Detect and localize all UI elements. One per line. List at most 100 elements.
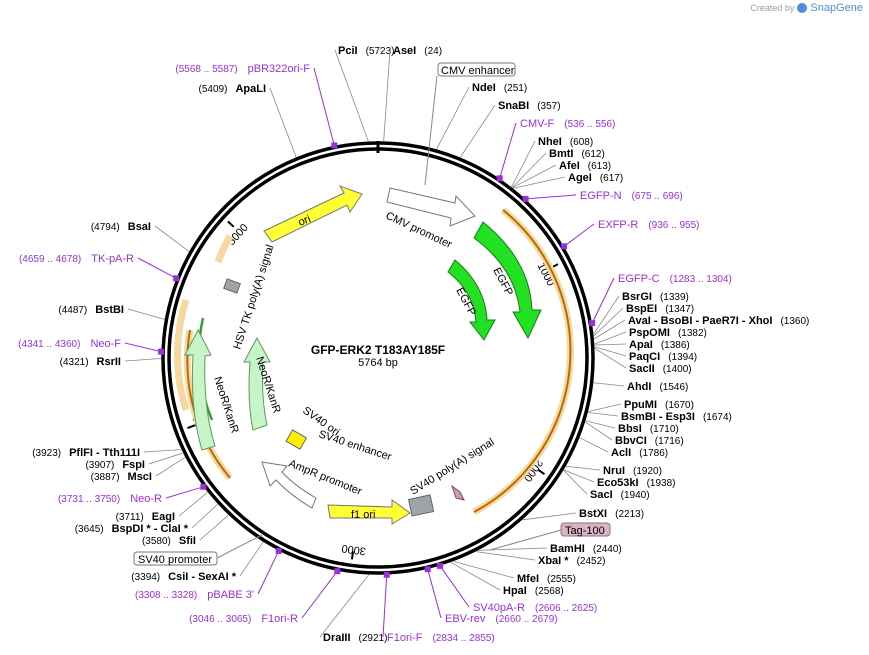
enzyme-site-label[interactable]: BbsI(1710) [618, 423, 679, 435]
feature-arrows [184, 185, 542, 525]
snapgene-product-name: SnapGene [810, 2, 863, 14]
enzyme-site-label[interactable]: (5409) ApaLI [199, 83, 266, 95]
enzyme-site-label[interactable]: BstXI(2213) [579, 508, 644, 520]
enzyme-site-label[interactable]: (4794)BsaI [91, 221, 151, 233]
enzyme-name: NheI [538, 136, 562, 148]
primer-label[interactable]: (4341 .. 4360)Neo-F [18, 338, 121, 350]
primer-name: Neo-R [130, 493, 162, 505]
enzyme-site-label[interactable]: SnaBI (357) [498, 100, 561, 112]
enzyme-site-label[interactable]: MfeI(2555) [517, 573, 576, 585]
enzyme-site-label[interactable]: AgeI(617) [568, 172, 623, 184]
primer-label[interactable]: (3308 .. 3328)pBABE 3' [135, 589, 254, 601]
primer-label[interactable]: (4659 .. 4678)TK-pA-R [19, 253, 134, 265]
enzyme-name: AseI [393, 45, 416, 57]
enzyme-position: (1360) [780, 316, 809, 327]
feature-label-sv40-enhancer: SV40 enhancer [317, 428, 393, 463]
primer-label[interactable]: F1ori-F(2834 .. 2855) [387, 632, 495, 644]
enzyme-name: BsmBI - Esp3I [621, 411, 695, 423]
enzyme-site-label[interactable]: SacII(1400) [629, 363, 692, 375]
enzyme-site-label[interactable]: (3645)BspDI * - ClaI * [75, 523, 189, 535]
enzyme-site-label[interactable]: (4321)RsrII [60, 356, 121, 368]
enzyme-site-label[interactable]: PaqCI(1394) [629, 351, 697, 363]
enzyme-site-label[interactable]: PciI(5723) [338, 45, 394, 57]
enzyme-site-label[interactable]: (4487)BstBI [58, 304, 124, 316]
enzyme-site-label[interactable]: BbvCI(1716) [615, 435, 684, 447]
enzyme-site-label[interactable]: (3711)EagI [116, 511, 175, 523]
enzyme-site-label[interactable]: PpuMI(1670) [624, 399, 694, 411]
enzyme-position: (617) [600, 173, 623, 184]
enzyme-site-label[interactable]: AfeI(613) [559, 160, 611, 172]
enzyme-site-label[interactable]: Eco53kI(1938) [597, 477, 676, 489]
enzyme-site-label[interactable]: (3887)MscI [91, 471, 152, 483]
primer-site-marker [437, 562, 444, 569]
enzyme-site-label[interactable]: (3907)FspI [85, 459, 145, 471]
enzyme-position: (357) [537, 101, 560, 112]
enzyme-site-label[interactable]: NheI (608) [538, 136, 593, 148]
enzyme-site-label[interactable]: NdeI(251) [472, 82, 527, 94]
primer-range: (5568 .. 5587) [175, 64, 237, 75]
enzyme-name: XbaI * [538, 555, 569, 567]
primer-label[interactable]: SV40pA-R(2606 .. 2625) [473, 602, 597, 614]
enzyme-site-label[interactable]: SacI(1940) [590, 489, 650, 501]
enzyme-name: Eco53kI [597, 477, 639, 489]
enzyme-site-label[interactable]: BsrGI(1339) [622, 291, 689, 303]
enzyme-site-label[interactable]: BspEI(1347) [626, 303, 694, 315]
enzyme-position: (1339) [660, 292, 689, 303]
enzyme-position: (3887) [91, 472, 120, 483]
enzyme-name: AfeI [559, 160, 580, 172]
primer-range: (936 .. 955) [648, 220, 699, 231]
egfp-arrow-outer [473, 221, 542, 340]
primer-label[interactable]: EXFP-R (936 .. 955) [598, 219, 700, 231]
primer-label[interactable]: (5568 .. 5587)pBR322ori-F [175, 63, 310, 75]
enzyme-site-label[interactable]: (3923)PflFI - Tth111I [32, 447, 140, 459]
sv40-promoter-box [133, 551, 218, 566]
enzyme-position: (1920) [633, 466, 662, 477]
enzyme-name: PciI [338, 45, 358, 57]
primer-label[interactable]: EBV-rev(2660 .. 2679) [445, 613, 558, 625]
enzyme-site-label[interactable]: XbaI *(2452) [538, 555, 605, 567]
enzyme-name: BstXI [579, 508, 607, 520]
primer-label[interactable]: CMV-F(536 .. 556) [520, 118, 615, 130]
enzyme-position: (1940) [621, 490, 650, 501]
enzyme-name: AhdI [627, 381, 651, 393]
enzyme-site-label[interactable]: PspOMI(1382) [629, 327, 707, 339]
enzyme-position: (5409) [199, 84, 228, 95]
enzyme-name: SnaBI [498, 100, 529, 112]
enzyme-name: RsrII [97, 356, 121, 368]
enzyme-name: PpuMI [624, 399, 657, 411]
enzyme-name: NruI [603, 465, 625, 477]
enzyme-site-label[interactable]: HpaI(2568) [503, 585, 564, 597]
primer-label[interactable]: EGFP-C(1283 .. 1304) [618, 273, 732, 285]
primer-label[interactable]: EGFP-N(675 .. 696) [580, 190, 683, 202]
primer-name: F1ori-F [387, 632, 423, 644]
enzyme-site-label[interactable]: DraIII(2921) [323, 632, 387, 644]
enzyme-site-label[interactable]: ApaI(1386) [629, 339, 690, 351]
enzyme-site-label[interactable]: (3580)SfiI [142, 535, 196, 547]
enzyme-name: ApaI [629, 339, 653, 351]
primer-site-marker [334, 568, 341, 575]
enzyme-position: (24) [424, 46, 442, 57]
enzyme-position: (608) [570, 137, 593, 148]
enzyme-name: CsiI - SexAI * [168, 571, 237, 583]
enzyme-site-label[interactable]: (3394)CsiI - SexAI * [131, 571, 236, 583]
enzyme-site-label[interactable]: BsmBI - Esp3I(1674) [621, 411, 732, 423]
enzyme-name: ApaLI [235, 83, 266, 95]
enzyme-site-label[interactable]: BmtI(612) [549, 148, 605, 160]
enzyme-site-label[interactable]: AhdI(1546) [627, 381, 688, 393]
enzyme-site-label[interactable]: AvaI - BsoBI - PaeR7I - XhoI(1360) [628, 315, 809, 327]
enzyme-site-label[interactable]: AclI(1786) [611, 447, 668, 459]
enzyme-site-label[interactable]: AseI (24) [393, 45, 442, 57]
primer-name: EGFP-N [580, 190, 622, 202]
enzyme-position: (612) [581, 149, 604, 160]
primer-range: (2660 .. 2679) [495, 614, 557, 625]
neor-arrow-inner [243, 336, 271, 431]
primer-label[interactable]: (3731 .. 3750)Neo-R [58, 493, 162, 505]
primer-name: EXFP-R [598, 219, 638, 231]
enzyme-site-label[interactable]: BamHI(2440) [550, 543, 622, 555]
primer-range: (3308 .. 3328) [135, 590, 197, 601]
primer-label[interactable]: (3046 .. 3065)F1ori-R [189, 613, 298, 625]
enzyme-name: SfiI [179, 535, 196, 547]
enzyme-site-label[interactable]: NruI (1920) [603, 465, 662, 477]
